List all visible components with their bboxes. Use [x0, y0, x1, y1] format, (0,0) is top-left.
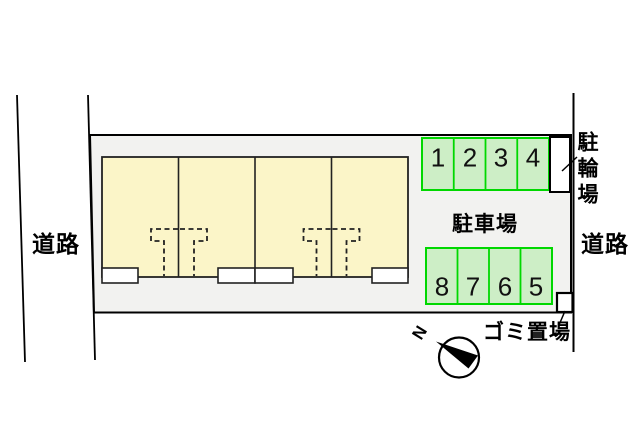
parking-spot-number-8: 8 — [434, 271, 450, 302]
bicycle-parking-leader-line — [561, 156, 578, 172]
parking-lot-label: 駐車場 — [452, 213, 518, 236]
entrance-path-1-left — [150, 228, 178, 276]
garbage-box — [555, 291, 574, 314]
compass-circle — [437, 336, 481, 379]
parking-row-bottom — [425, 247, 553, 305]
parking-spot-number-2: 2 — [462, 142, 478, 173]
porch-1 — [101, 267, 139, 284]
entrance-paths-dashed — [150, 228, 361, 276]
entrance-path-2-left — [302, 228, 331, 276]
garbage-area-label: ゴミ置場 — [483, 321, 571, 344]
road-left-outer-line — [16, 94, 26, 363]
parking-spot-number-5: 5 — [528, 271, 544, 302]
bicycle-parking-box — [549, 136, 571, 193]
garbage-leader-line — [558, 310, 566, 326]
porches — [101, 267, 409, 284]
north-compass — [436, 336, 481, 379]
parking-spot-number-3: 3 — [493, 142, 509, 173]
porch-4 — [371, 267, 409, 284]
road-label-left: 道路 — [32, 231, 80, 257]
parking-spot-number-4: 4 — [525, 142, 541, 173]
entrance-path-1-right — [180, 228, 208, 276]
porch-3 — [254, 267, 294, 284]
porch-2 — [217, 267, 256, 284]
parking-spot-number-6: 6 — [497, 271, 513, 302]
compass-needle — [436, 341, 478, 369]
road-label-right: 道路 — [581, 231, 629, 257]
bicycle-parking-label: 駐輪場 — [575, 131, 598, 209]
entrance-path-2-right — [332, 228, 361, 276]
parking-spot-number-1: 1 — [430, 142, 446, 173]
parking-spot-number-7: 7 — [465, 271, 481, 302]
